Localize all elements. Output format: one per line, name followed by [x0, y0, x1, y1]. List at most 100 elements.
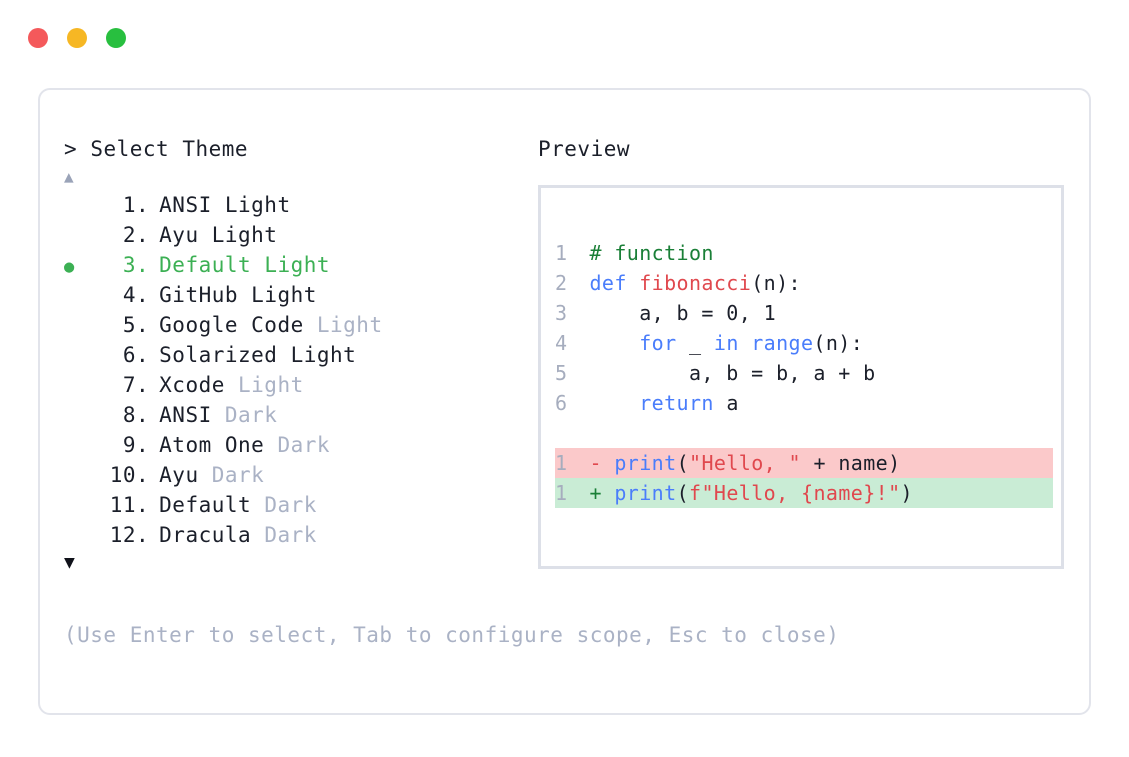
bullet-placeholder-icon: ●: [64, 492, 90, 522]
code-token-plain: a, b = b, a + b: [589, 361, 876, 385]
theme-list-item[interactable]: ●1.ANSI Light: [64, 190, 534, 220]
theme-item-separator: .: [136, 313, 150, 337]
theme-item-index: 10: [109, 463, 136, 487]
scroll-up-icon[interactable]: ▲: [64, 167, 74, 186]
theme-item-separator: .: [136, 283, 150, 307]
prompt-line: > Select Theme: [64, 134, 534, 164]
code-line-number: 3: [555, 301, 568, 325]
code-token-plain: _: [688, 331, 714, 355]
theme-selector-panel: > Select Theme ▲ ●1.ANSI Light●2.Ayu Lig…: [64, 134, 534, 576]
bullet-placeholder-icon: ●: [64, 402, 90, 432]
page-title: Select Theme: [90, 137, 249, 161]
theme-item-name: Google Code: [159, 313, 317, 337]
theme-list-item[interactable]: ●10.Ayu Dark: [64, 460, 534, 490]
bullet-placeholder-icon: ●: [64, 222, 90, 252]
diff-line-number: 1: [555, 481, 568, 505]
scroll-down-icon[interactable]: ▼: [64, 552, 75, 573]
theme-list-item[interactable]: ● 7. Xcode Light: [64, 370, 534, 400]
code-line-number: 6: [555, 391, 568, 415]
code-token-keyword: for: [589, 331, 689, 355]
theme-item-variant: Light: [264, 253, 331, 277]
prompt-caret-icon: >: [64, 137, 78, 161]
bullet-placeholder-icon: ●: [64, 522, 90, 552]
theme-list: ●1.ANSI Light●2.Ayu Light●3.Default Ligh…: [64, 190, 534, 550]
theme-list-item[interactable]: ●8.ANSI Dark: [64, 400, 534, 430]
theme-item-index: 5: [122, 313, 136, 337]
theme-item-index: 12: [109, 523, 136, 547]
code-token-comment: # function: [589, 241, 714, 265]
theme-item-index: 1: [122, 193, 136, 217]
theme-list-item[interactable]: ●2.Ayu Light: [64, 220, 534, 250]
code-token-keyword: def: [589, 271, 640, 295]
code-line: 5 a, b = b, a + b: [555, 358, 1053, 388]
theme-item-index: 7: [122, 373, 136, 397]
theme-item-variant: Dark: [264, 493, 317, 517]
code-line-number: 1: [555, 241, 568, 265]
theme-item-variant: Light: [316, 313, 383, 337]
theme-item-index: 6: [122, 343, 136, 367]
code-line: 4 for _ in range(n):: [555, 328, 1053, 358]
code-line-number: 2: [555, 271, 568, 295]
theme-list-item[interactable]: ● 3. Default Light: [64, 250, 534, 280]
theme-item-name: Atom One: [159, 433, 278, 457]
theme-item-name: ANSI: [159, 193, 225, 217]
theme-list-item[interactable]: ● 11. Default Dark: [64, 490, 534, 520]
bullet-placeholder-icon: ●: [64, 372, 90, 402]
code-token-punct: (: [676, 481, 690, 505]
bullet-placeholder-icon: ●: [64, 462, 90, 492]
diff-marker: +: [589, 481, 602, 505]
minimize-button[interactable]: [67, 28, 87, 48]
theme-item-separator: .: [136, 343, 150, 367]
code-token-keyword: return: [589, 391, 727, 415]
code-token-keyword: print: [614, 481, 677, 505]
theme-item-variant: Dark: [277, 433, 331, 457]
theme-item-index: 2: [122, 223, 136, 247]
theme-item-separator: .: [136, 433, 150, 457]
theme-list-item[interactable]: ●5.Google Code Light: [64, 310, 534, 340]
preview-title: Preview: [538, 137, 631, 161]
code-token-string: f"Hello, {name}!": [689, 481, 901, 505]
code-line: 1 # function: [555, 238, 1053, 268]
theme-item-name: GitHub: [159, 283, 252, 307]
theme-item-variant: Light: [211, 223, 278, 247]
code-token-plain: + name): [801, 451, 901, 475]
theme-item-variant: Dark: [211, 463, 265, 487]
theme-picker-card: > Select Theme ▲ ●1.ANSI Light●2.Ayu Lig…: [38, 88, 1091, 715]
code-token-punct: (n):: [813, 331, 864, 355]
theme-item-separator: .: [136, 253, 150, 277]
code-token-func: fibonacci: [639, 271, 752, 295]
maximize-button[interactable]: [106, 28, 126, 48]
theme-item-name: Default: [159, 493, 265, 517]
code-line-number: 4: [555, 331, 568, 355]
bullet-placeholder-icon: ●: [64, 342, 90, 372]
diff-line-number: 1: [555, 451, 568, 475]
theme-item-index: 3: [122, 253, 136, 277]
theme-item-index: 11: [109, 493, 136, 517]
theme-item-separator: .: [136, 193, 150, 217]
selected-bullet-icon: ●: [64, 257, 75, 277]
theme-list-item[interactable]: ●6.Solarized Light: [64, 340, 534, 370]
theme-list-item[interactable]: ●9.Atom One Dark: [64, 430, 534, 460]
theme-item-separator: .: [136, 493, 150, 517]
code-token-keyword: print: [614, 451, 677, 475]
theme-item-index: 8: [122, 403, 136, 427]
bullet-placeholder-icon: ●: [64, 192, 90, 222]
theme-item-name: Dracula: [159, 523, 265, 547]
theme-item-variant: Dark: [264, 523, 317, 547]
theme-item-variant: Light: [238, 373, 304, 397]
code-token-punct: (n):: [751, 271, 801, 295]
code-token-punct: (: [676, 451, 690, 475]
code-blank-line: [555, 418, 1053, 448]
theme-item-name: Default: [159, 253, 265, 277]
close-button[interactable]: [28, 28, 48, 48]
theme-item-name: Xcode: [159, 373, 239, 397]
code-token-plain: a, b = 0, 1: [589, 301, 777, 325]
code-token-keyword: in range: [713, 331, 814, 355]
theme-list-item[interactable]: ●12.Dracula Dark: [64, 520, 534, 550]
theme-item-separator: .: [136, 373, 150, 397]
theme-item-index: 4: [122, 283, 136, 307]
theme-list-item[interactable]: ●4.GitHub Light: [64, 280, 534, 310]
